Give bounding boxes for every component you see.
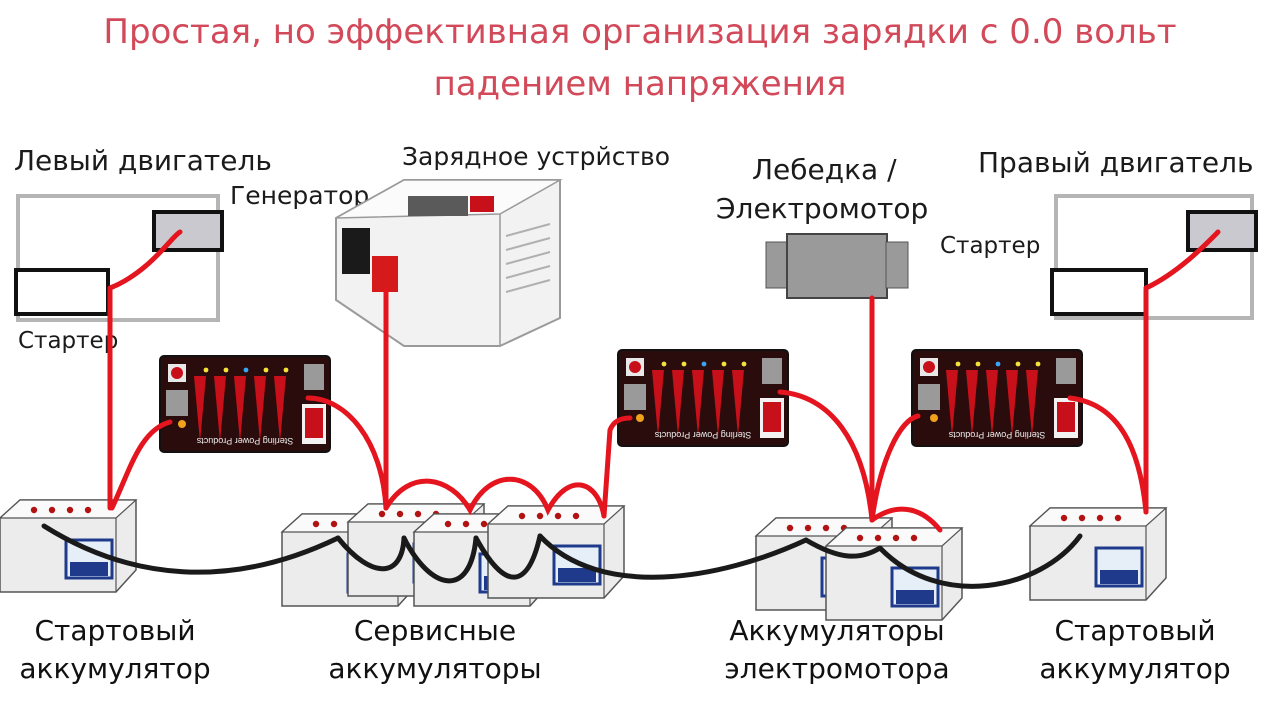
- right-engine-label: Правый двигатель: [978, 146, 1254, 179]
- motor-batteries-caption: Аккумуляторы электромотора: [712, 612, 962, 688]
- left-engine-label: Левый двигатель: [14, 144, 272, 177]
- right-starter-box: [1050, 268, 1148, 316]
- right-start-caption-line-2: аккумулятор: [1039, 652, 1231, 685]
- winch-label-line-1: Лебедка /: [752, 153, 897, 186]
- title-line-2: падением напряжения: [433, 64, 847, 104]
- winch-motor: [765, 233, 909, 299]
- left-starter-label: Стартер: [18, 328, 119, 354]
- charger-label: Зарядное устрйство: [402, 142, 671, 171]
- motor-caption-line-2: электромотора: [724, 652, 950, 685]
- left-starter-box: [14, 268, 110, 316]
- right-starter-label: Стартер: [940, 233, 1041, 259]
- right-start-battery: [1028, 506, 1168, 602]
- right-start-caption-line-1: Стартовый: [1054, 614, 1216, 647]
- motor-caption-line-1: Аккумуляторы: [729, 614, 945, 647]
- left-start-battery: [0, 498, 138, 594]
- left-start-caption-line-1: Стартовый: [34, 614, 196, 647]
- negative-wiring: [41, 523, 1083, 589]
- service-caption-line-1: Сервисные: [353, 614, 517, 647]
- diagram-title: Простая, но эффективная организация заря…: [0, 6, 1280, 110]
- generator-label: Генератор: [230, 181, 370, 210]
- left-engine-block: [16, 194, 220, 322]
- service-caption-line-2: аккумуляторы: [328, 652, 542, 685]
- splitter-1-brand: Sterling Power Products: [196, 436, 293, 446]
- title-line-1: Простая, но эффективная организация заря…: [103, 12, 1177, 52]
- positive-wiring: [107, 229, 1221, 533]
- winch-label-line-2: Электромотор: [716, 192, 929, 225]
- right-start-battery-caption: Стартовый аккумулятор: [1030, 612, 1240, 688]
- splitter-2-brand: Sterling Power Products: [654, 430, 751, 440]
- charger-device: [335, 179, 563, 347]
- right-generator-box: [1186, 210, 1258, 252]
- motor-battery-2: [824, 526, 964, 622]
- left-start-caption-line-2: аккумулятор: [19, 652, 211, 685]
- left-start-battery-caption: Стартовый аккумулятор: [10, 612, 220, 688]
- service-batteries-caption: Сервисные аккумуляторы: [320, 612, 550, 688]
- right-engine-block: [1054, 194, 1254, 320]
- splitter-3-brand: Sterling Power Products: [948, 430, 1045, 440]
